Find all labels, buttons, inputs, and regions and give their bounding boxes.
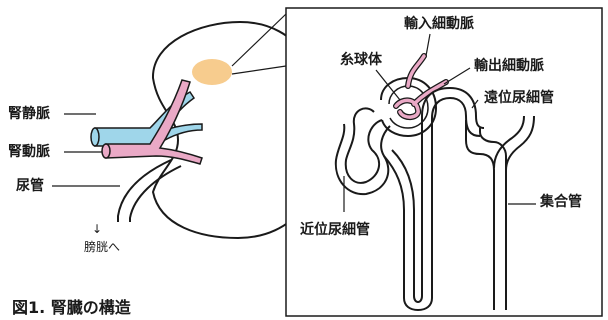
label-proximal-tubule: 近位尿細管 bbox=[300, 222, 370, 238]
down-arrow-icon: ↓ bbox=[92, 222, 102, 236]
label-to-bladder: 膀胱へ bbox=[84, 240, 120, 254]
label-distal-tubule: 遠位尿細管 bbox=[484, 90, 554, 106]
label-ureter: 尿管 bbox=[16, 178, 44, 194]
label-efferent-arteriole: 輸出細動脈 bbox=[474, 58, 544, 74]
highlight-region bbox=[192, 59, 232, 85]
label-glomerulus: 糸球体 bbox=[340, 52, 382, 68]
label-collecting-duct: 集合管 bbox=[540, 194, 582, 210]
renal-artery-end bbox=[102, 144, 110, 158]
figure-caption: 図1. 腎臓の構造 bbox=[12, 294, 131, 318]
label-afferent-arteriole: 輸入細動脈 bbox=[404, 16, 474, 32]
label-renal-vein: 腎静脈 bbox=[8, 106, 50, 122]
renal-vein-end bbox=[91, 128, 99, 146]
nephron-detail-box bbox=[286, 8, 602, 316]
label-renal-artery: 腎動脈 bbox=[8, 144, 50, 160]
